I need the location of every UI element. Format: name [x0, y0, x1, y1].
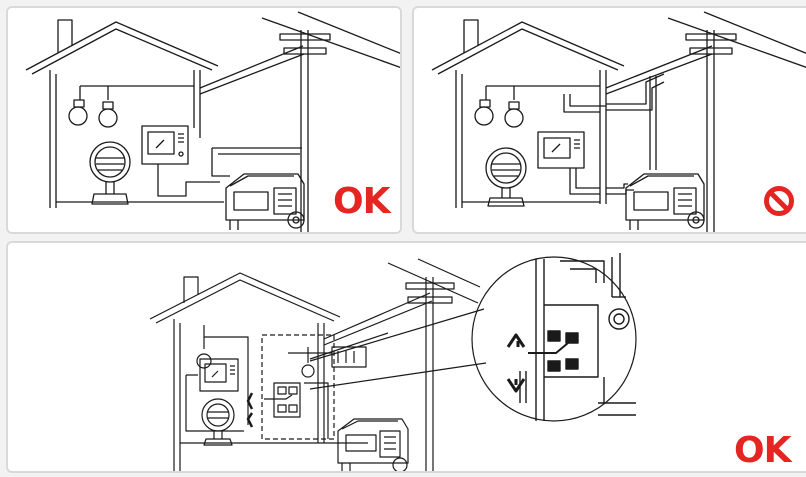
prohibited-icon	[764, 186, 794, 216]
house-wiring-illustration-2	[431, 11, 806, 232]
ok-verdict-label: OK	[734, 430, 791, 471]
panel-transfer-switch-ok: OK	[6, 241, 806, 473]
panel-generator-direct-ok: OK	[6, 6, 402, 234]
house-wiring-illustration-3	[149, 253, 637, 471]
ok-verdict-label: OK	[333, 181, 390, 222]
panel-generator-to-grid-prohibited	[412, 6, 806, 234]
house-wiring-illustration-1	[25, 11, 400, 232]
